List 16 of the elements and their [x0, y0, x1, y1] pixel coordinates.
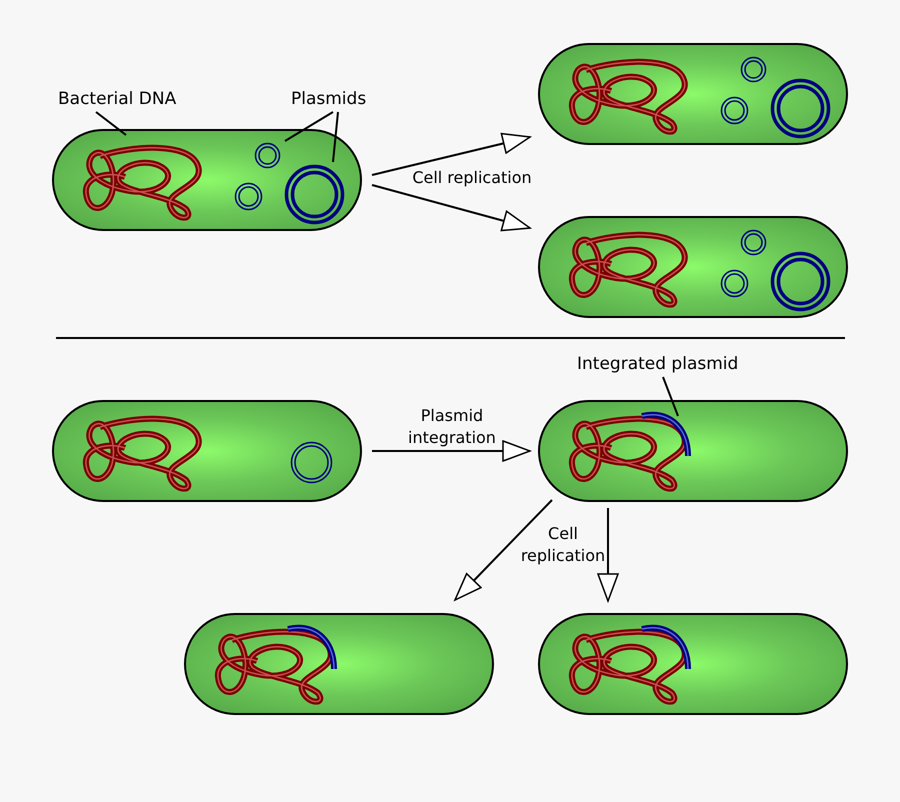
leader-line — [662, 376, 679, 416]
leader-line — [284, 111, 334, 142]
leader-line — [332, 112, 339, 162]
edge-label: Cell replication — [411, 167, 533, 189]
arrow — [372, 132, 531, 176]
arrow — [372, 440, 531, 462]
callout-label: Plasmids — [291, 89, 366, 109]
plasmid-drawing — [282, 162, 347, 227]
callout-label: Integrated plasmid — [577, 354, 738, 374]
plasmid-drawing — [253, 141, 282, 170]
edge-label: Cell replication — [520, 523, 606, 567]
arrow — [597, 508, 619, 602]
arrow — [454, 499, 553, 601]
callout-label: Bacterial DNA — [58, 89, 176, 109]
arrow — [372, 184, 531, 232]
edge-label: Plasmid integration — [407, 405, 497, 449]
